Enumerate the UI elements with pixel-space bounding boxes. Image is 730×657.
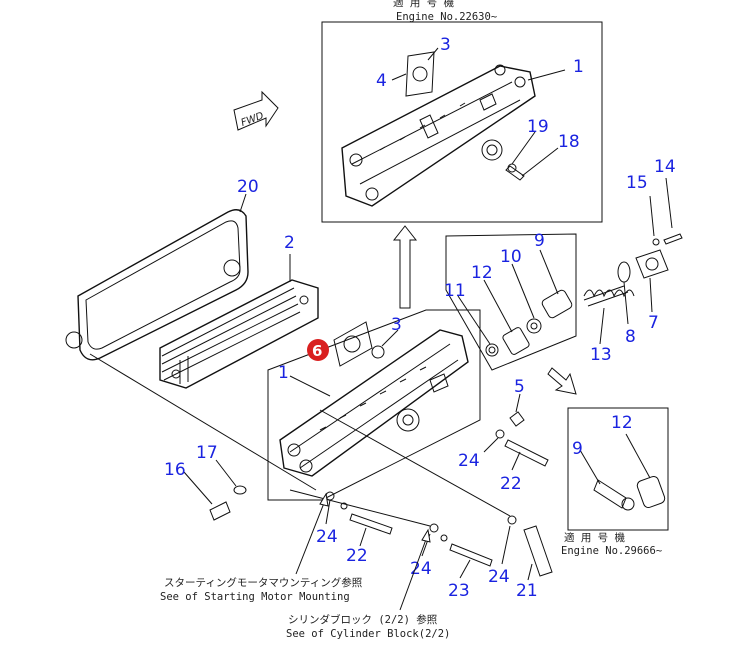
callout-24-d: 24 [488, 567, 510, 587]
callout-12-mid: 12 [471, 263, 493, 283]
right-inset: 12 9 適 用 号 機 Engine No.29666~ [561, 407, 669, 557]
callout-5: 5 [514, 377, 525, 397]
callout-16: 16 [164, 460, 186, 480]
oring-3 [371, 345, 385, 359]
callout-22-b: 22 [346, 546, 368, 566]
starting-motor-en: See of Starting Motor Mounting [160, 591, 350, 603]
callout-21: 21 [516, 581, 538, 601]
top-bolt-18 [505, 165, 525, 181]
cylinder-block-en: See of Cylinder Block(2/2) [286, 628, 450, 640]
right-header-jp: 適 用 号 機 [564, 531, 625, 544]
callout-7: 7 [648, 313, 659, 333]
fwd-arrow: FWD [233, 90, 279, 131]
callout-3-mid: 3 [391, 315, 402, 335]
callout-1-top: 1 [573, 57, 584, 77]
top-header-jp: 適 用 号 機 [393, 0, 454, 9]
callout-6: 6 [312, 342, 322, 360]
top-gasket [405, 51, 435, 97]
callout-9-mid: 9 [534, 231, 545, 251]
callout-12-right: 12 [611, 413, 633, 433]
relief-valve-parts: 13 8 7 15 14 [583, 157, 683, 365]
top-inset: 適 用 号 機 Engine No.22630~ 1 3 [321, 0, 603, 223]
top-cover-drawing [341, 64, 536, 207]
callout-1-mid: 1 [278, 363, 289, 383]
valve-inset-9: 9 10 12 11 [444, 231, 577, 371]
valve-parts [485, 289, 573, 357]
gasket-20: 20 [65, 177, 259, 361]
up-arrow [392, 225, 418, 309]
ref-line-b [319, 409, 511, 517]
callout-2: 2 [284, 233, 295, 253]
down-right-arrow [547, 367, 577, 395]
callout-3-top: 3 [440, 35, 451, 55]
callout-11: 11 [444, 281, 466, 301]
oil-cooler-element-2: 2 [159, 233, 319, 389]
callout-23: 23 [448, 581, 470, 601]
ref-arrows [295, 492, 431, 611]
callout-24-a: 24 [458, 451, 480, 471]
callout-24-b: 24 [316, 527, 338, 547]
highlight-circle-6 [307, 339, 329, 361]
starting-motor-jp: スターティングモータマウンティング参照 [164, 576, 363, 589]
ref-line-c [289, 489, 431, 527]
right-engine-no: Engine No.29666~ [561, 545, 662, 557]
callout-8: 8 [625, 327, 636, 347]
callout-18: 18 [558, 132, 580, 152]
main-inset: 1 [267, 309, 481, 501]
callout-4: 4 [376, 71, 387, 91]
top-oring [412, 66, 428, 82]
ref-line-a [89, 353, 317, 491]
lower-fasteners: 5 24 22 17 16 24 22 24 23 24 [164, 377, 553, 601]
callout-17: 17 [196, 443, 218, 463]
callout-19: 19 [527, 117, 549, 137]
top-engine-no: Engine No.22630~ [396, 11, 497, 23]
gasket-6: 3 6 [307, 315, 402, 367]
callout-22-a: 22 [500, 474, 522, 494]
callout-13: 13 [590, 345, 612, 365]
cylinder-block-jp: シリンダブロック (2/2) 参照 [288, 613, 438, 626]
callout-20: 20 [237, 177, 259, 197]
callout-9-right: 9 [572, 439, 583, 459]
callout-14: 14 [654, 157, 676, 177]
callout-10: 10 [500, 247, 522, 267]
callout-24-c: 24 [410, 559, 432, 579]
callout-15: 15 [626, 173, 648, 193]
